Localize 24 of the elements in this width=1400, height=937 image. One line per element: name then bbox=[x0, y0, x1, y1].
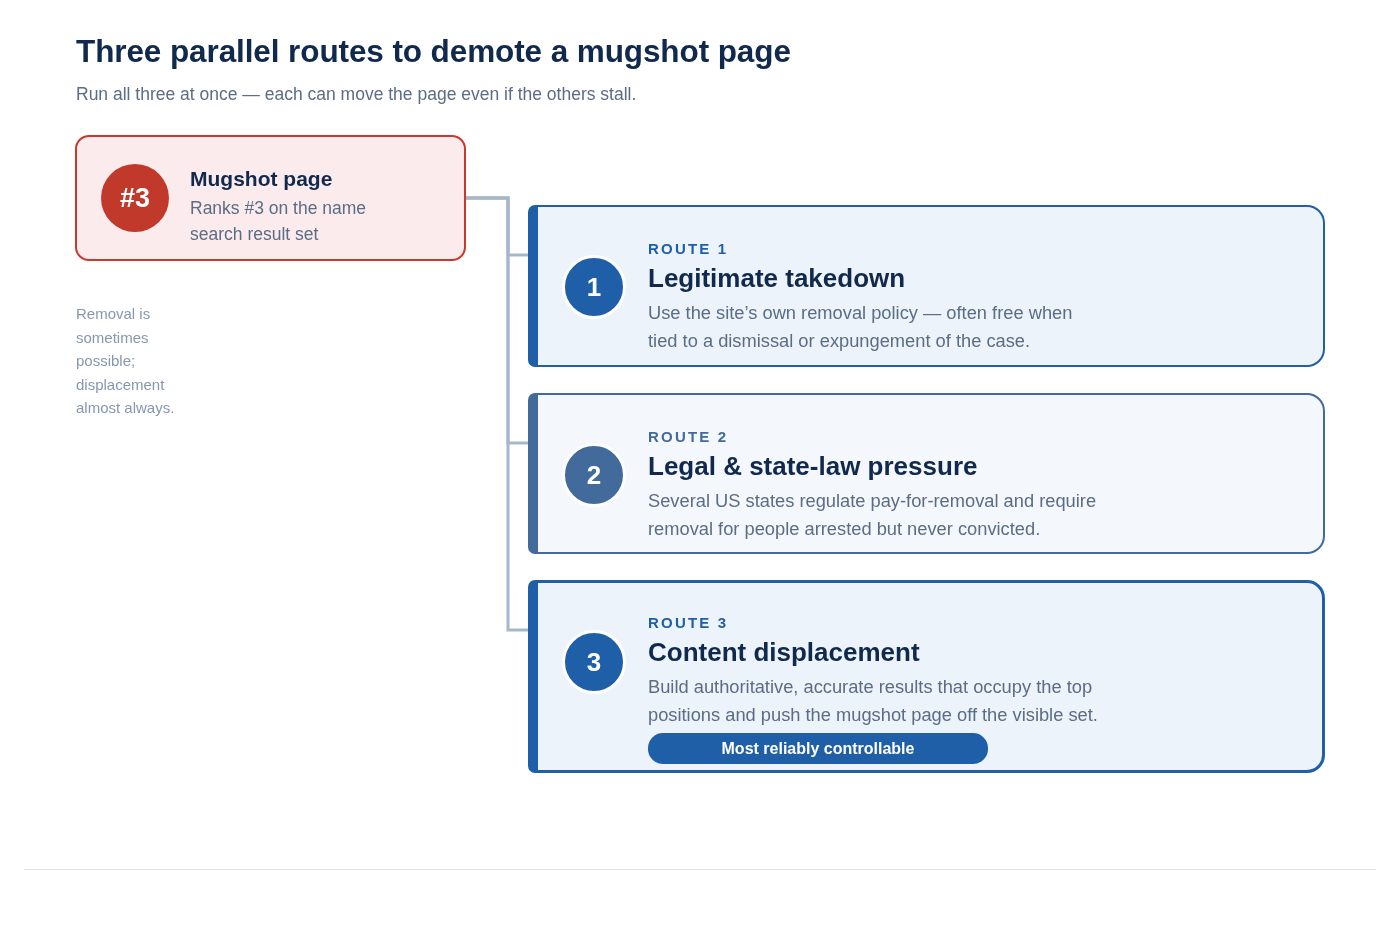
route-card bbox=[528, 393, 1325, 554]
route-title: Content displacement bbox=[648, 636, 921, 668]
number-circle: 2 bbox=[562, 443, 626, 507]
route-description: Use the site’s own removal policy — often free when tied to a dismissal or expungement of the case. bbox=[648, 301, 1074, 353]
route-card bbox=[528, 580, 1325, 773]
source-card bbox=[75, 135, 466, 261]
card-description: Ranks #3 on the name search result set bbox=[190, 197, 368, 246]
side-note: Removal is sometimes possible; displacement almost always. bbox=[76, 304, 176, 418]
route-label: ROUTE 3 bbox=[648, 613, 730, 633]
route-label: ROUTE 2 bbox=[648, 427, 730, 447]
diagram-title: Three parallel routes to demote a mugshot page bbox=[76, 33, 791, 70]
card-title: Mugshot page bbox=[190, 166, 334, 192]
connector-line bbox=[466, 196, 528, 632]
route-label: ROUTE 1 bbox=[648, 239, 730, 259]
route-card bbox=[528, 205, 1325, 367]
route-description: Build authoritative, accurate results that occupy the top positions and push the mugshot page off the visible set. bbox=[648, 675, 1099, 727]
number-circle: #3 bbox=[101, 164, 169, 232]
route-title: Legitimate takedown bbox=[648, 262, 907, 294]
route-title: Legal & state-law pressure bbox=[648, 450, 979, 482]
highlight-tag: Most reliably controllable bbox=[648, 733, 988, 764]
subtitle: Run all three at once — each can move the page even if the others stall. bbox=[76, 84, 637, 105]
route-description: Several US states regulate pay-for-removal and require removal for people arrested but never convicted. bbox=[648, 489, 1098, 541]
number-circle: 1 bbox=[562, 255, 626, 319]
number-circle: 3 bbox=[562, 630, 626, 694]
